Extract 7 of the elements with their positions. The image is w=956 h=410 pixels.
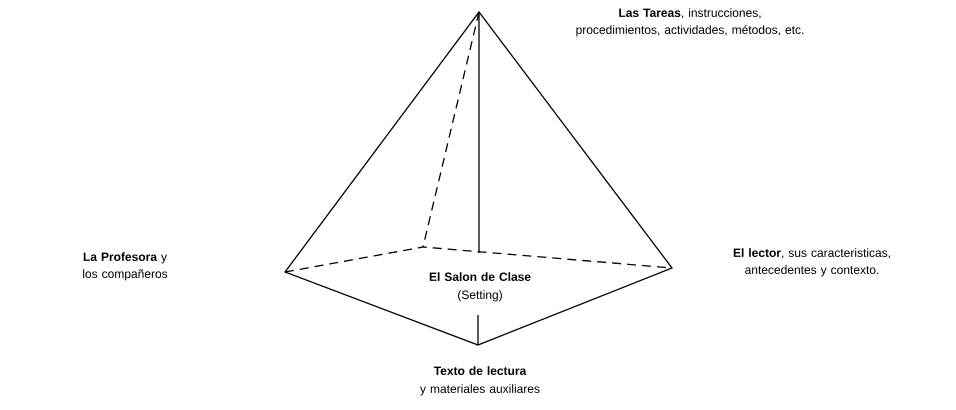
vertex-label: y materiales auxiliares <box>420 384 540 396</box>
vertex-label: Las Tareas, instrucciones, procedimientos, actividades, métodos, etc. <box>576 8 804 36</box>
face-label: El Salon de Clase <box>430 272 531 281</box>
vertex-label: El lector, sus caracteristicas, antecedentes y contexto. <box>734 248 890 276</box>
face-label: (Setting) <box>458 290 502 302</box>
vertex-label: La Profesora y los compañeros <box>83 252 168 280</box>
vertex-label: Texto de lectura <box>434 366 526 375</box>
